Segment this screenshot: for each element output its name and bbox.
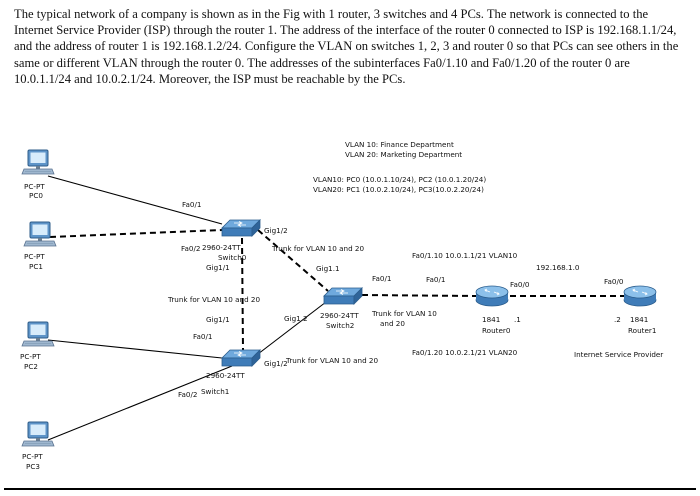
switch1-gig11: Gig1/1 xyxy=(206,315,230,324)
link-pc3-switch1 xyxy=(47,365,233,441)
pc0[interactable]: PC-PT PC0 xyxy=(21,149,55,200)
router1-name: Router1 xyxy=(628,326,656,335)
switch1-fa01: Fa0/1 xyxy=(193,332,212,341)
router0[interactable] xyxy=(475,285,509,307)
trunk-switch2-router0-b: and 20 xyxy=(380,319,405,328)
pc2-name: PC2 xyxy=(24,362,38,371)
switch0-gig11: Gig1/1 xyxy=(206,263,230,272)
switch-icon xyxy=(323,287,363,305)
link-switch0-switch2 xyxy=(257,229,329,292)
switch2-gig12: Gig1.2 xyxy=(284,314,308,323)
switch-icon xyxy=(221,219,261,237)
switch2[interactable] xyxy=(323,287,363,305)
router0-model: 1841 xyxy=(482,315,500,324)
router1[interactable] xyxy=(623,285,657,307)
pc3[interactable]: PC-PT PC3 xyxy=(21,421,55,471)
switch0-gig12: Gig1/2 xyxy=(264,226,288,235)
link-switch2-switch1 xyxy=(257,301,327,355)
trunk-switch1-switch2: Trunk for VLAN 10 and 20 xyxy=(285,356,378,365)
links xyxy=(47,175,626,441)
pc1-name: PC1 xyxy=(29,262,43,271)
switch0-name: Switch0 xyxy=(218,253,247,262)
router0-sub20: Fa0/1.20 10.0.2.1/21 VLAN20 xyxy=(412,348,518,357)
pc3-name: PC3 xyxy=(26,462,40,471)
router1-fa00: Fa0/0 xyxy=(604,277,624,286)
trunk-switch0-switch1: Trunk for VLAN 10 and 20 xyxy=(167,295,260,304)
router0-fa01: Fa0/1 xyxy=(426,275,445,284)
link-switch2-router0 xyxy=(361,294,477,297)
network-address: 192.168.1.0 xyxy=(536,263,580,272)
link-switch0-switch1 xyxy=(241,237,244,351)
bottom-rule xyxy=(4,488,696,490)
switch-icon xyxy=(221,349,261,367)
link-pc0-switch0 xyxy=(47,175,223,225)
pc2[interactable]: PC-PT PC2 xyxy=(20,321,55,371)
switch1-fa02: Fa0/2 xyxy=(178,390,197,399)
switch2-name: Switch2 xyxy=(326,321,354,330)
vlan-note-10: VLAN 10: Finance Department xyxy=(345,140,454,149)
link-pc2-switch1 xyxy=(47,339,223,359)
switch1-model: 2960-24TT xyxy=(206,371,245,380)
pc-icon xyxy=(21,321,55,347)
switch2-model: 2960-24TT xyxy=(320,311,359,320)
router1-model: 1841 xyxy=(630,315,648,324)
pc-icon xyxy=(23,221,57,247)
pc-icon xyxy=(21,421,55,447)
pc1-type: PC-PT xyxy=(24,252,45,261)
switch2-gig11: Gig1.1 xyxy=(316,264,340,273)
pc0-type: PC-PT xyxy=(24,182,45,191)
switch0-fa01: Fa0/1 xyxy=(182,200,201,209)
pc-icon xyxy=(21,149,55,175)
switch0[interactable] xyxy=(221,219,261,237)
router0-fa00: Fa0/0 xyxy=(510,280,530,289)
vlan-addr-20: VLAN20: PC1 (10.0.2.10/24), PC3(10.0.2.2… xyxy=(313,185,484,194)
isp-label: Internet Service Provider xyxy=(574,350,663,359)
router0-sub10: Fa0/1.10 10.0.1.1/21 VLAN10 xyxy=(412,251,518,260)
question-text: The typical network of a company is show… xyxy=(14,7,679,86)
router1-prefix: .2 xyxy=(614,315,621,324)
router0-suffix: .1 xyxy=(514,315,521,324)
switch1-gig12: Gig1/2 xyxy=(264,359,288,368)
switch1-name: Switch1 xyxy=(201,387,229,396)
trunk-switch0-switch2: Trunk for VLAN 10 and 20 xyxy=(271,244,364,253)
vlan-note-20: VLAN 20: Marketing Department xyxy=(345,150,462,159)
link-pc1-switch0 xyxy=(49,229,223,238)
pc3-type: PC-PT xyxy=(22,452,43,461)
router-icon xyxy=(623,285,657,307)
router0-name: Router0 xyxy=(482,326,511,335)
switch0-model: 2960-24TT xyxy=(202,243,241,252)
switch0-fa02: Fa0/2 xyxy=(181,244,200,253)
pc1[interactable]: PC-PT PC1 xyxy=(23,221,57,271)
switch2-fa01: Fa0/1 xyxy=(372,274,391,283)
vlan-addr-10: VLAN10: PC0 (10.0.1.10/24), PC2 (10.0.1.… xyxy=(313,175,486,184)
pc0-name: PC0 xyxy=(29,191,43,200)
router-icon xyxy=(475,285,509,307)
trunk-switch2-router0-a: Trunk for VLAN 10 xyxy=(371,309,437,318)
switch1[interactable] xyxy=(221,349,261,367)
pc2-type: PC-PT xyxy=(20,352,41,361)
